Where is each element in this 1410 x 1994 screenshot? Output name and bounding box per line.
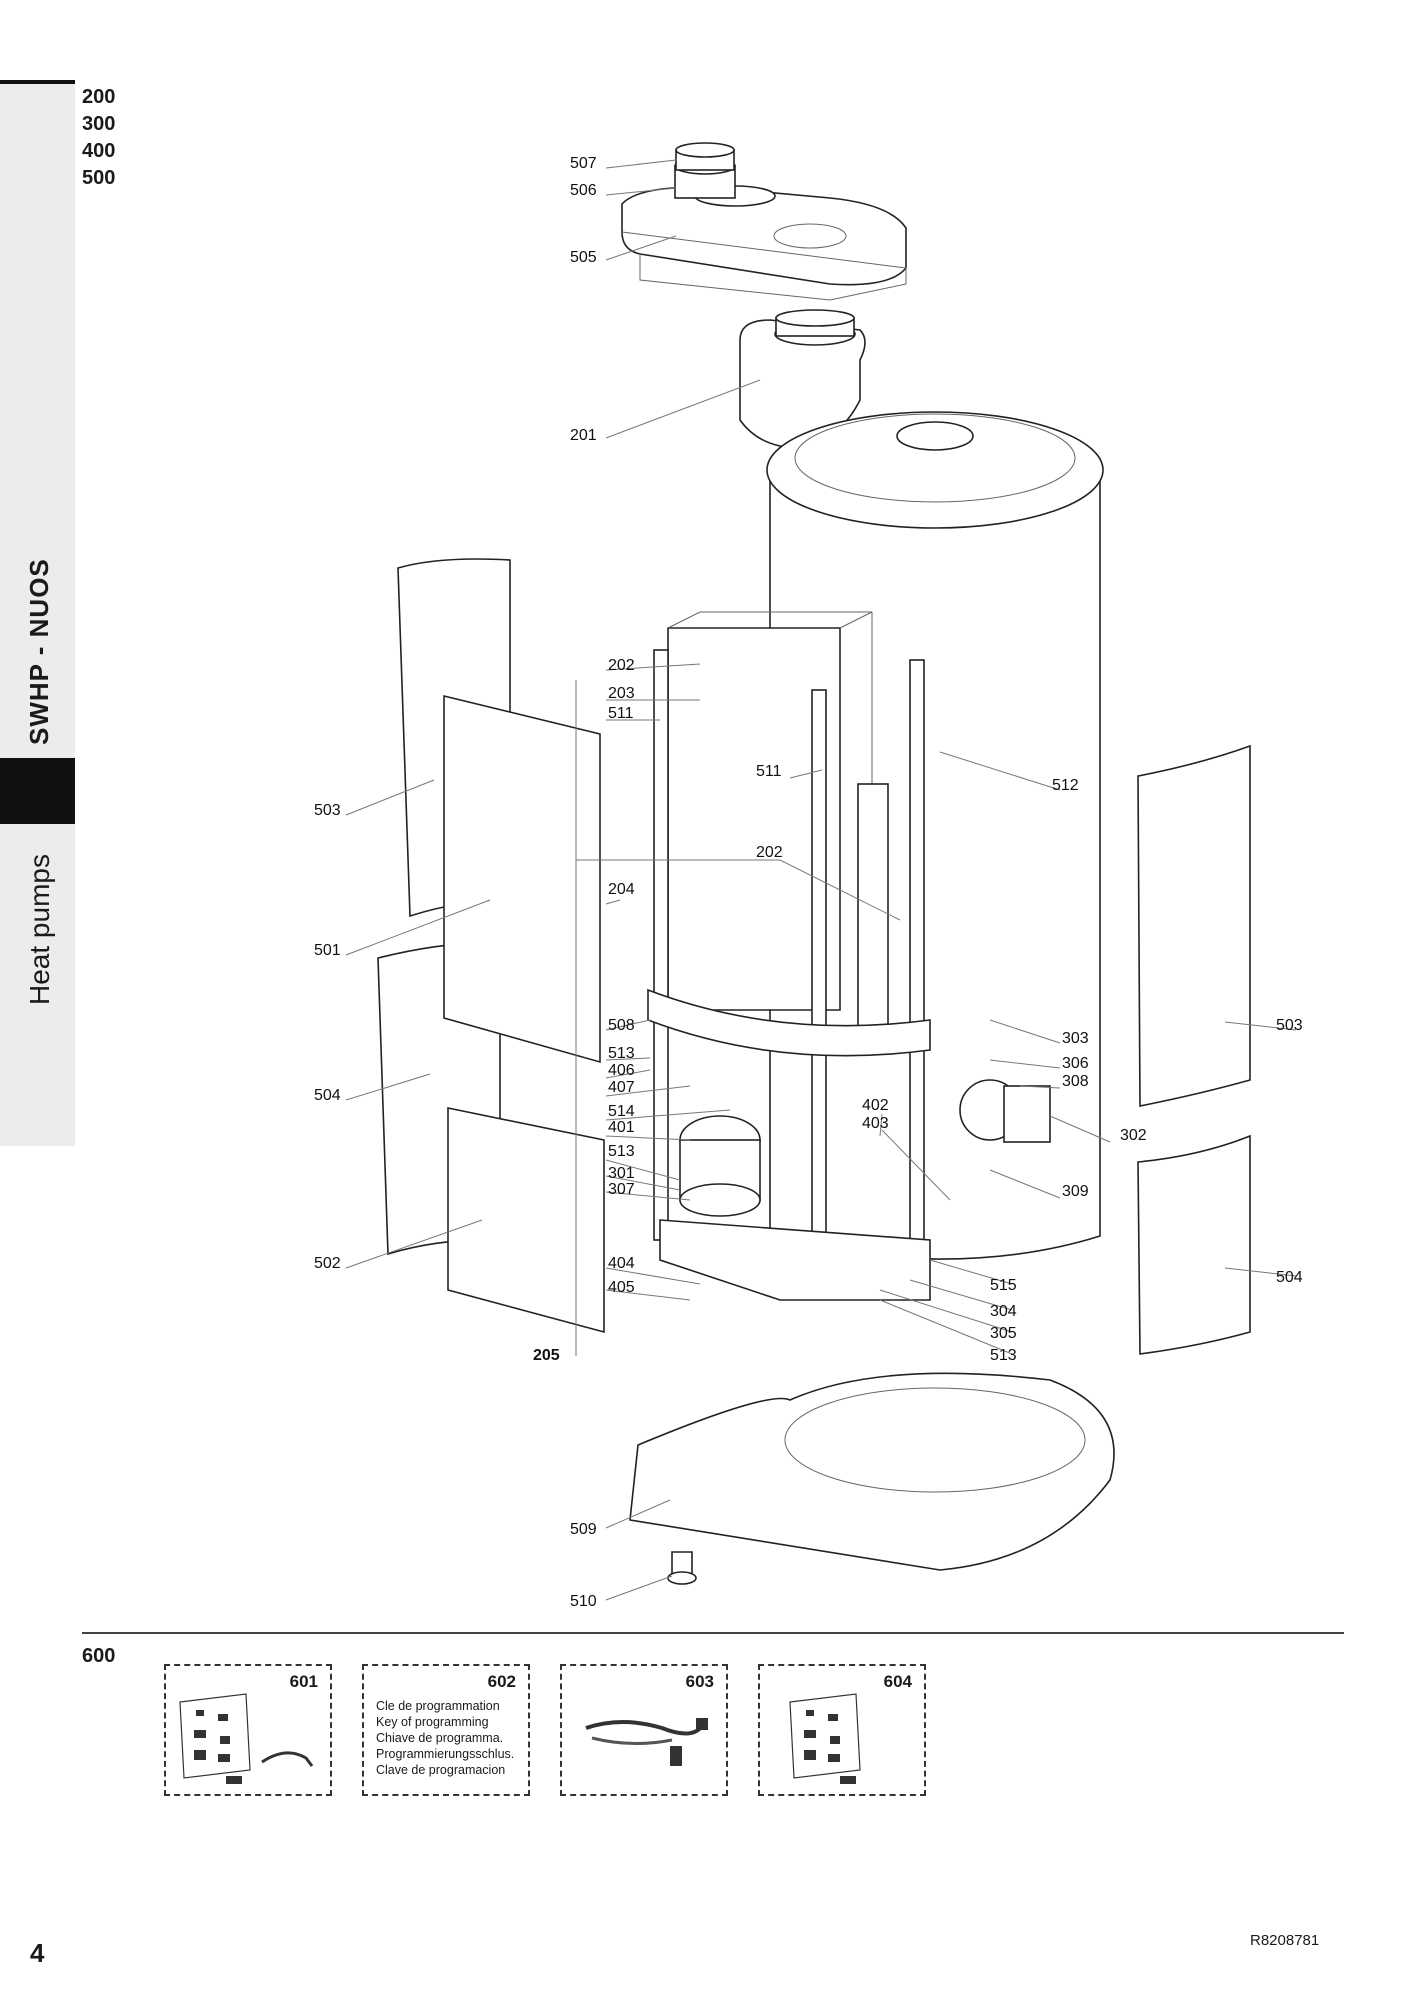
callout-307: 307	[608, 1181, 635, 1198]
callout-407: 407	[608, 1079, 635, 1096]
accessories-title: 600	[82, 1645, 116, 1667]
sidebar-top-rule	[0, 80, 75, 87]
callout-513-a: 513	[608, 1045, 635, 1062]
callout-204: 204	[608, 881, 635, 898]
callout-305: 305	[990, 1325, 1017, 1342]
callout-504-left: 504	[314, 1087, 341, 1104]
page-number: 4	[30, 1938, 45, 1968]
sidebar-black-tab	[0, 758, 75, 824]
callout-306: 306	[1062, 1055, 1089, 1072]
description-line: Key of programming	[376, 1715, 489, 1729]
callout-505: 505	[570, 249, 597, 266]
circuit-board-icon	[179, 1693, 314, 1784]
model-item: 200	[82, 86, 116, 108]
pump	[959, 1079, 1051, 1143]
section-separator	[82, 1632, 1344, 1634]
sidebar-band	[0, 84, 75, 1146]
frame-evaporator	[647, 611, 931, 1251]
description-line: Chiave de programma.	[376, 1731, 504, 1745]
accessory-number: 601	[289, 1672, 318, 1691]
callout-402: 402	[862, 1097, 889, 1114]
callout-509: 509	[570, 1521, 597, 1538]
base	[629, 1372, 1115, 1585]
callout-201: 201	[570, 427, 597, 444]
accessory-601: 601	[164, 1664, 332, 1796]
callout-506: 506	[570, 182, 597, 199]
callout-203: 203	[608, 685, 635, 702]
callout-404: 404	[608, 1255, 635, 1272]
callout-503-right: 503	[1276, 1017, 1303, 1034]
callout-205: 205	[533, 1347, 560, 1364]
callout-302: 302	[1120, 1127, 1147, 1144]
callout-202-top: 202	[608, 657, 635, 674]
top-cover-assembly	[621, 142, 907, 301]
callout-501: 501	[314, 942, 341, 959]
callout-403: 403	[862, 1115, 889, 1132]
callout-513-c: 513	[990, 1347, 1017, 1364]
accessory-description: Cle de programmation Key of programming …	[376, 1698, 514, 1778]
leader-lines	[345, 159, 1297, 1601]
circuit-board-icon	[789, 1693, 861, 1784]
callout-504-right: 504	[1276, 1269, 1303, 1286]
description-line: Programmierungsschlus.	[376, 1747, 515, 1761]
callout-512: 512	[1052, 777, 1079, 794]
description-line: Clave de programacion	[376, 1763, 506, 1777]
exploded-view-diagram: 507 506 505 201 202 203 511 511 512 503 …	[314, 142, 1303, 1610]
document-code: R8208781	[1250, 1932, 1320, 1949]
callout-301: 301	[608, 1165, 635, 1182]
callout-511-left: 511	[608, 705, 634, 722]
compressor	[659, 1115, 931, 1301]
callout-511-right: 511	[756, 763, 782, 780]
model-item: 300	[82, 113, 116, 135]
callout-503-left: 503	[314, 802, 341, 819]
callout-303: 303	[1062, 1030, 1089, 1047]
callout-507: 507	[570, 155, 597, 172]
callout-502: 502	[314, 1255, 341, 1272]
callout-513-b: 513	[608, 1143, 635, 1160]
model-item: 400	[82, 140, 116, 162]
tank-body	[766, 411, 1104, 1260]
callout-405: 405	[608, 1279, 635, 1296]
callout-508: 508	[608, 1017, 635, 1034]
right-shells	[1137, 744, 1251, 1355]
callout-309: 309	[1062, 1183, 1089, 1200]
front-panels	[443, 694, 605, 1334]
callout-202-mid: 202	[756, 844, 783, 861]
fan-assembly	[739, 309, 866, 449]
cable-icon	[585, 1718, 708, 1766]
model-item: 500	[82, 167, 116, 189]
accessory-604: 604	[758, 1664, 926, 1796]
accessory-number: 604	[883, 1672, 912, 1691]
model-list: 200 300 400 500	[82, 84, 115, 192]
callout-406: 406	[608, 1062, 635, 1079]
callout-308: 308	[1062, 1073, 1089, 1090]
accessory-number: 602	[487, 1672, 516, 1691]
accessory-603: 603	[560, 1664, 728, 1796]
callout-510: 510	[570, 1593, 597, 1610]
callout-514: 514	[608, 1103, 635, 1120]
accessory-number: 603	[685, 1672, 714, 1691]
accessory-602: 602 Cle de programmation Key of programm…	[362, 1664, 530, 1796]
description-line: Cle de programmation	[376, 1699, 500, 1713]
callout-304: 304	[990, 1303, 1017, 1320]
callout-401: 401	[608, 1119, 635, 1136]
callout-labels: 507 506 505 201 202 203 511 511 512 503 …	[314, 155, 1303, 1610]
callout-515: 515	[990, 1277, 1017, 1294]
